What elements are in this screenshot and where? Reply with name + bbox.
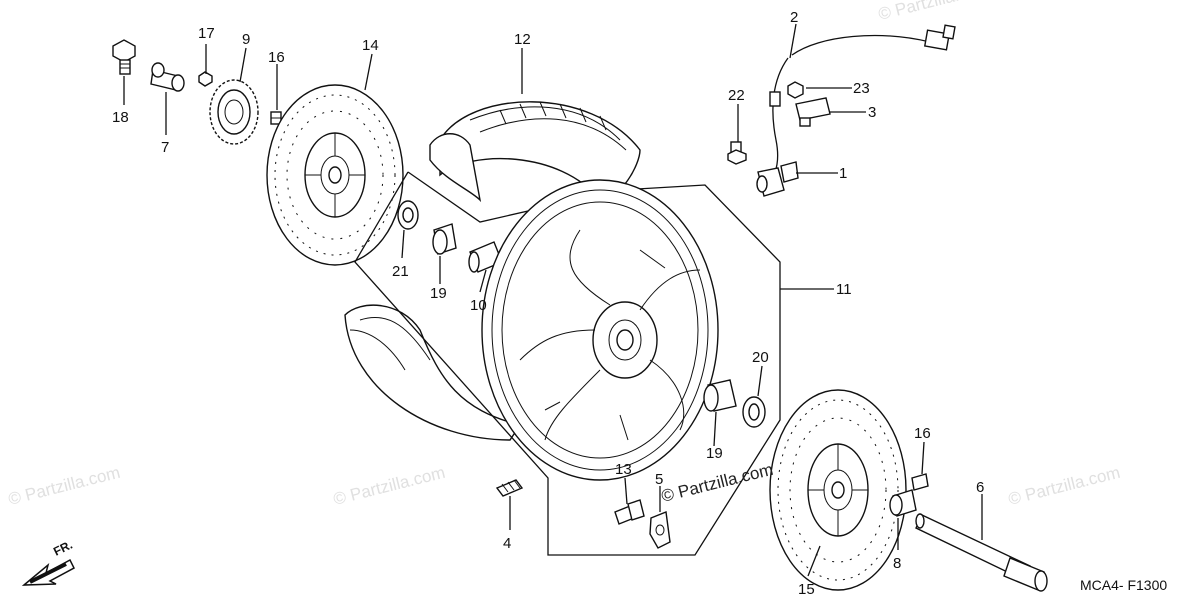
collar-7-drawing: [150, 62, 185, 92]
callout-10: 10: [470, 297, 487, 314]
callout-14: 14: [362, 37, 379, 54]
tire-12-drawing: [429, 101, 641, 203]
clip-4-drawing: [495, 479, 524, 497]
collar-8-drawing: [889, 489, 917, 517]
speed-sensor-2-drawing: [756, 24, 956, 197]
center-watermark: © Partzilla.com: [659, 460, 775, 506]
part-drawings: [21, 24, 1048, 592]
callout-labels: 1 2 3 4 5 6 7 8 9 10 11 12 13 14 15 16 1…: [112, 9, 984, 598]
brake-disc-15-drawing: [769, 389, 907, 591]
bolt-13-drawing: [614, 499, 645, 525]
callout-20: 20: [752, 349, 769, 366]
callout-16-lower: 16: [914, 425, 931, 442]
bolt-23-drawing: [787, 81, 804, 99]
callout-17: 17: [198, 25, 215, 42]
callout-9: 9: [242, 31, 250, 48]
callout-22: 22: [728, 87, 745, 104]
callout-5: 5: [655, 471, 663, 488]
callout-7: 7: [161, 139, 169, 156]
callout-19-lower: 19: [706, 445, 723, 462]
callout-6: 6: [976, 479, 984, 496]
callout-8: 8: [893, 555, 901, 572]
bolt-22-drawing: [727, 141, 747, 165]
callout-1: 1: [839, 165, 847, 182]
callout-23: 23: [853, 80, 870, 97]
watermark-text: © Partzilla.com: [1006, 463, 1122, 509]
callout-3: 3: [868, 104, 876, 121]
watermark-text: © Partzilla.com: [331, 463, 447, 509]
callout-11: 11: [836, 281, 852, 298]
callout-2: 2: [790, 9, 798, 26]
bolt-16-upper-drawing: [270, 111, 282, 125]
callout-12: 12: [514, 31, 531, 48]
callout-19-upper: 19: [430, 285, 447, 302]
callout-18: 18: [112, 109, 129, 126]
bracket-3-drawing: [795, 97, 831, 127]
bearing-19-lower-drawing: [703, 379, 737, 412]
bolt-17-drawing: [198, 71, 213, 87]
callout-21: 21: [392, 263, 409, 280]
diagram-code: MCA4- F1300: [1080, 577, 1167, 593]
clip-1-drawing: [780, 161, 799, 183]
bracket-5-drawing: [649, 511, 671, 549]
watermark-text: © Partzilla.com: [6, 463, 122, 509]
bearing-21-drawing: [397, 200, 419, 230]
callout-16-upper: 16: [268, 49, 285, 66]
watermark-text: © Partzilla.com: [876, 0, 992, 24]
leader-lines: [123, 23, 983, 577]
direction-label: FR.: [51, 538, 75, 559]
seal-20-drawing: [742, 396, 766, 428]
gear-9-drawing: [209, 79, 259, 145]
bolt-18-drawing: [112, 39, 136, 75]
bolt-16-lower-drawing: [911, 473, 929, 491]
axle-6-drawing: [915, 513, 1048, 592]
tire-lower-drawing: [344, 304, 522, 441]
callout-4: 4: [503, 535, 511, 552]
wheel-rim-11-drawing: [481, 179, 719, 481]
front-direction-arrow-icon: [21, 558, 75, 586]
callout-15: 15: [798, 581, 815, 598]
callout-13: 13: [615, 461, 632, 478]
brake-disc-14-drawing: [266, 84, 404, 266]
bearing-19-upper-drawing: [432, 223, 457, 255]
